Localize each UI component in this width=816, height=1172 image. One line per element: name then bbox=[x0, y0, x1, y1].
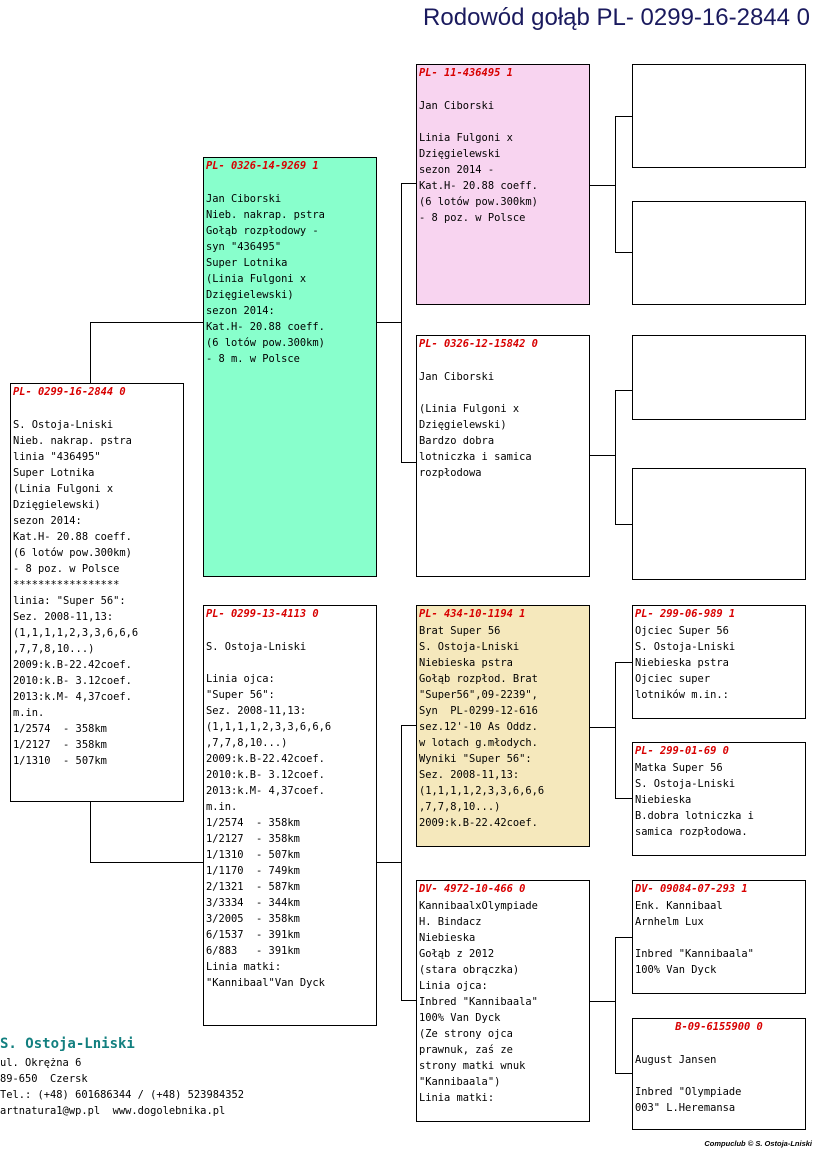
connector-line bbox=[401, 725, 402, 1001]
pigeon-description: S. Ostoja-Lniski Linia ojca: "Super 56":… bbox=[206, 641, 332, 989]
connector-line bbox=[615, 937, 616, 1074]
breeder-name: S. Ostoja-Lniski bbox=[0, 1036, 135, 1052]
connector-line bbox=[401, 183, 416, 184]
connector-line bbox=[615, 524, 632, 525]
connector-line bbox=[615, 662, 632, 663]
breeder-info: S. Ostoja-Lniski ul. Okrężna 6 89-650 Cz… bbox=[0, 1033, 244, 1119]
connector-line bbox=[615, 662, 616, 799]
connector-line bbox=[615, 1073, 632, 1074]
pigeon-description: Ojciec Super 56 S. Ostoja-Lniski Niebies… bbox=[635, 625, 736, 701]
connector-line bbox=[615, 116, 616, 253]
software-credit: Compuclub © S. Ostoja-Lniski bbox=[704, 1139, 812, 1148]
connector-line bbox=[615, 116, 632, 117]
ring-number: B-09-6155900 0 bbox=[675, 1021, 763, 1033]
connector-line bbox=[401, 183, 402, 463]
connector-line bbox=[590, 185, 615, 186]
ring-number: PL- 0326-12-15842 0 bbox=[419, 338, 538, 350]
connector-line bbox=[90, 802, 91, 863]
pigeon-description: Enk. Kannibaal Arnhelm Lux Inbred "Kanni… bbox=[635, 900, 754, 976]
pigeon-card-mother[interactable]: PL- 0299-13-4113 0 S. Ostoja-Lniski Lini… bbox=[203, 605, 377, 1026]
pigeon-card-mother-mother[interactable]: DV- 4972-10-466 0 KannibaalxOlympiade H.… bbox=[416, 880, 590, 1122]
pigeon-card-father-mother[interactable]: PL- 0326-12-15842 0 Jan Ciborski (Linia … bbox=[416, 335, 590, 577]
pigeon-card-subject[interactable]: PL- 0299-16-2844 0 S. Ostoja-Lniski Nieb… bbox=[10, 383, 184, 802]
connector-line bbox=[590, 1001, 615, 1002]
connector-line bbox=[377, 322, 401, 323]
connector-line bbox=[401, 1000, 416, 1001]
pigeon-description: August Jansen Inbred "Olympiade 003" L.H… bbox=[635, 1054, 742, 1114]
connector-line bbox=[615, 798, 632, 799]
pigeon-description: KannibaalxOlympiade H. Bindacz Niebieska… bbox=[419, 900, 538, 1104]
pigeon-card-mother-father-mother[interactable]: PL- 299-01-69 0 Matka Super 56 S. Ostoja… bbox=[632, 742, 806, 856]
ring-number: PL- 434-10-1194 1 bbox=[419, 608, 526, 620]
ring-number: PL- 0299-16-2844 0 bbox=[13, 386, 126, 398]
breeder-address: ul. Okrężna 6 bbox=[0, 1057, 82, 1069]
pigeon-description: Jan Ciborski (Linia Fulgoni x Dzięgielew… bbox=[419, 371, 532, 479]
page-title: Rodowód gołąb PL- 0299-16-2844 0 bbox=[423, 4, 810, 31]
connector-line bbox=[615, 252, 632, 253]
pigeon-description: Brat Super 56 S. Ostoja-Lniski Niebieska… bbox=[419, 625, 545, 829]
ring-number: PL- 11-436495 1 bbox=[419, 67, 513, 79]
pigeon-card-empty[interactable] bbox=[632, 468, 806, 580]
pigeon-card-empty[interactable] bbox=[632, 201, 806, 305]
connector-line bbox=[90, 322, 203, 323]
ring-number: DV- 09084-07-293 1 bbox=[635, 883, 748, 895]
pigeon-card-father-father[interactable]: PL- 11-436495 1 Jan Ciborski Linia Fulgo… bbox=[416, 64, 590, 305]
connector-line bbox=[377, 862, 401, 863]
pigeon-card-mother-mother-father[interactable]: DV- 09084-07-293 1 Enk. Kannibaal Arnhel… bbox=[632, 880, 806, 994]
pigeon-card-empty[interactable] bbox=[632, 335, 806, 420]
pigeon-card-mother-father-father[interactable]: PL- 299-06-989 1 Ojciec Super 56 S. Osto… bbox=[632, 605, 806, 719]
connector-line bbox=[90, 322, 91, 383]
connector-line bbox=[90, 862, 203, 863]
pigeon-card-father[interactable]: PL- 0326-14-9269 1 Jan Ciborski Nieb. na… bbox=[203, 157, 377, 577]
connector-line bbox=[401, 462, 416, 463]
breeder-phone: Tel.: (+48) 601686344 / (+48) 523984352 bbox=[0, 1089, 244, 1101]
pigeon-description: Jan Ciborski Linia Fulgoni x Dzięgielews… bbox=[419, 100, 538, 224]
connector-line bbox=[615, 390, 632, 391]
pigeon-description: S. Ostoja-Lniski Nieb. nakrap. pstra lin… bbox=[13, 419, 139, 767]
ring-number: PL- 0326-14-9269 1 bbox=[206, 160, 319, 172]
ring-number: DV- 4972-10-466 0 bbox=[419, 883, 526, 895]
pigeon-description: Matka Super 56 S. Ostoja-Lniski Niebiesk… bbox=[635, 762, 754, 838]
connector-line bbox=[615, 937, 632, 938]
connector-line bbox=[590, 727, 615, 728]
ring-number: PL- 299-06-989 1 bbox=[635, 608, 736, 620]
pigeon-card-mother-father[interactable]: PL- 434-10-1194 1 Brat Super 56 S. Ostoj… bbox=[416, 605, 590, 847]
pigeon-card-empty[interactable] bbox=[632, 64, 806, 168]
ring-number: PL- 0299-13-4113 0 bbox=[206, 608, 319, 620]
connector-line bbox=[615, 390, 616, 525]
ring-number: PL- 299-01-69 0 bbox=[635, 745, 729, 757]
pigeon-card-mother-mother-mother[interactable]: B-09-6155900 0 August Jansen Inbred "Oly… bbox=[632, 1018, 806, 1130]
connector-line bbox=[401, 725, 416, 726]
breeder-city: 89-650 Czersk bbox=[0, 1073, 88, 1085]
breeder-contact: artnatura1@wp.pl www.dogolebnika.pl bbox=[0, 1105, 226, 1117]
pigeon-description: Jan Ciborski Nieb. nakrap. pstra Gołąb r… bbox=[206, 193, 325, 365]
connector-line bbox=[590, 455, 615, 456]
